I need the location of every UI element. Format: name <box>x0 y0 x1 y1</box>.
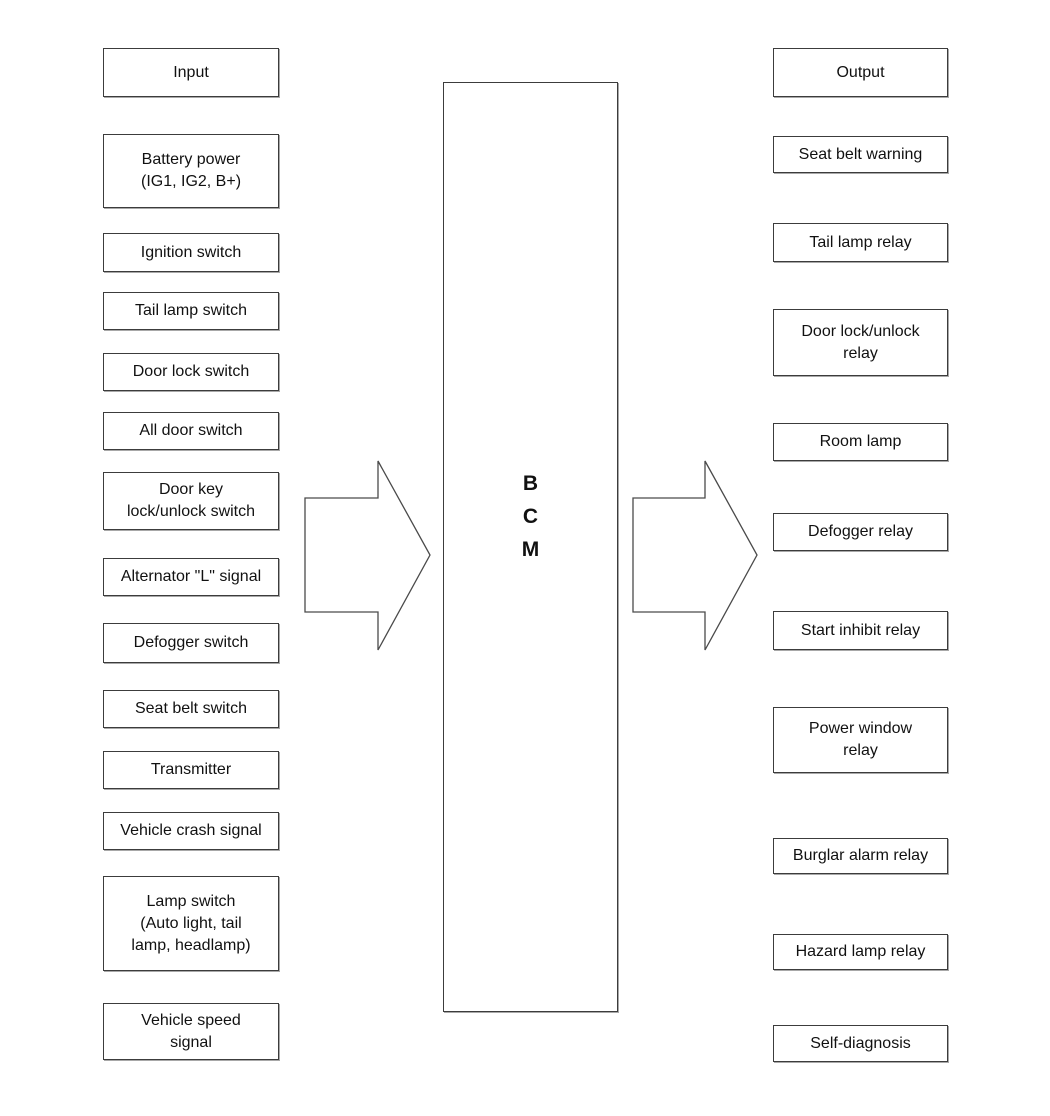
left-box-vehicle-speed-signal: Vehicle speed signal <box>103 1003 279 1060</box>
box-label: Door lock/unlock relay <box>801 322 920 362</box>
input-header-box: Input <box>103 48 279 97</box>
right-box-room-lamp: Room lamp <box>773 423 948 461</box>
box-label: Door lock switch <box>132 363 250 380</box>
left-box-door-key-lock-unlock-switch: Door key lock/unlock switch <box>103 472 279 530</box>
box-label: All door switch <box>139 422 243 439</box>
box-label: Self-diagnosis <box>810 1034 911 1052</box>
right-box-power-window-relay: Power window relay <box>773 707 948 773</box>
left-box-seat-belt-switch: Seat belt switch <box>103 690 279 728</box>
left-box-battery-power: Battery power (IG1, IG2, B+) <box>103 134 279 208</box>
box-label: Power window relay <box>808 720 913 759</box>
box-label: Ignition switch <box>140 243 242 261</box>
box-label: Vehicle crash signal <box>120 822 262 839</box>
right-box-door-lock-unlock-relay: Door lock/unlock relay <box>773 309 948 376</box>
box-label: Alternator "L" signal <box>120 568 262 585</box>
box-label: Start inhibit relay <box>800 621 921 639</box>
right-box-hazard-lamp-relay: Hazard lamp relay <box>773 934 948 970</box>
output-header-box: Output <box>773 48 948 97</box>
box-label: Transmitter <box>150 761 232 778</box>
bcm-box: B C M <box>443 82 618 1012</box>
box-label: Seat belt switch <box>134 700 248 717</box>
box-label: Burglar alarm relay <box>792 847 929 864</box>
box-label: Vehicle speed signal <box>141 1011 241 1051</box>
right-box-burglar-alarm-relay: Burglar alarm relay <box>773 838 948 874</box>
right-box-self-diagnosis: Self-diagnosis <box>773 1025 948 1062</box>
box-label: Defogger relay <box>808 523 913 540</box>
box-label: Defogger switch <box>133 634 249 651</box>
box-label: Room lamp <box>819 433 902 450</box>
left-box-ignition-switch: Ignition switch <box>103 233 279 272</box>
right-box-defogger-relay: Defogger relay <box>773 513 948 551</box>
left-box-alternator-l-signal: Alternator "L" signal <box>103 558 279 596</box>
right-box-tail-lamp-relay: Tail lamp relay <box>773 223 948 262</box>
left-box-vehicle-crash-signal: Vehicle crash signal <box>103 812 279 850</box>
left-box-defogger-switch: Defogger switch <box>103 623 279 663</box>
input-header-label: Input <box>173 63 209 81</box>
box-label: Hazard lamp relay <box>795 943 926 960</box>
right-box-start-inhibit-relay: Start inhibit relay <box>773 611 948 650</box>
left-box-all-door-switch: All door switch <box>103 412 279 450</box>
bcm-label: B C M <box>521 472 540 561</box>
box-label: Battery power (IG1, IG2, B+) <box>140 151 242 190</box>
box-label: Tail lamp switch <box>134 302 248 319</box>
right-box-seat-belt-warning: Seat belt warning <box>773 136 948 173</box>
left-box-door-lock-switch: Door lock switch <box>103 353 279 391</box>
box-label: Seat belt warning <box>798 145 923 163</box>
left-box-lamp-switch: Lamp switch (Auto light, tail lamp, head… <box>103 876 279 971</box>
output-header-label: Output <box>836 63 885 81</box>
box-label: Lamp switch (Auto light, tail lamp, head… <box>131 892 251 954</box>
box-label: Door key lock/unlock switch <box>126 481 256 520</box>
output-arrow-icon <box>632 460 758 651</box>
box-label: Tail lamp relay <box>809 233 912 251</box>
left-box-tail-lamp-switch: Tail lamp switch <box>103 292 279 330</box>
input-arrow-icon <box>304 460 431 651</box>
left-box-transmitter: Transmitter <box>103 751 279 789</box>
